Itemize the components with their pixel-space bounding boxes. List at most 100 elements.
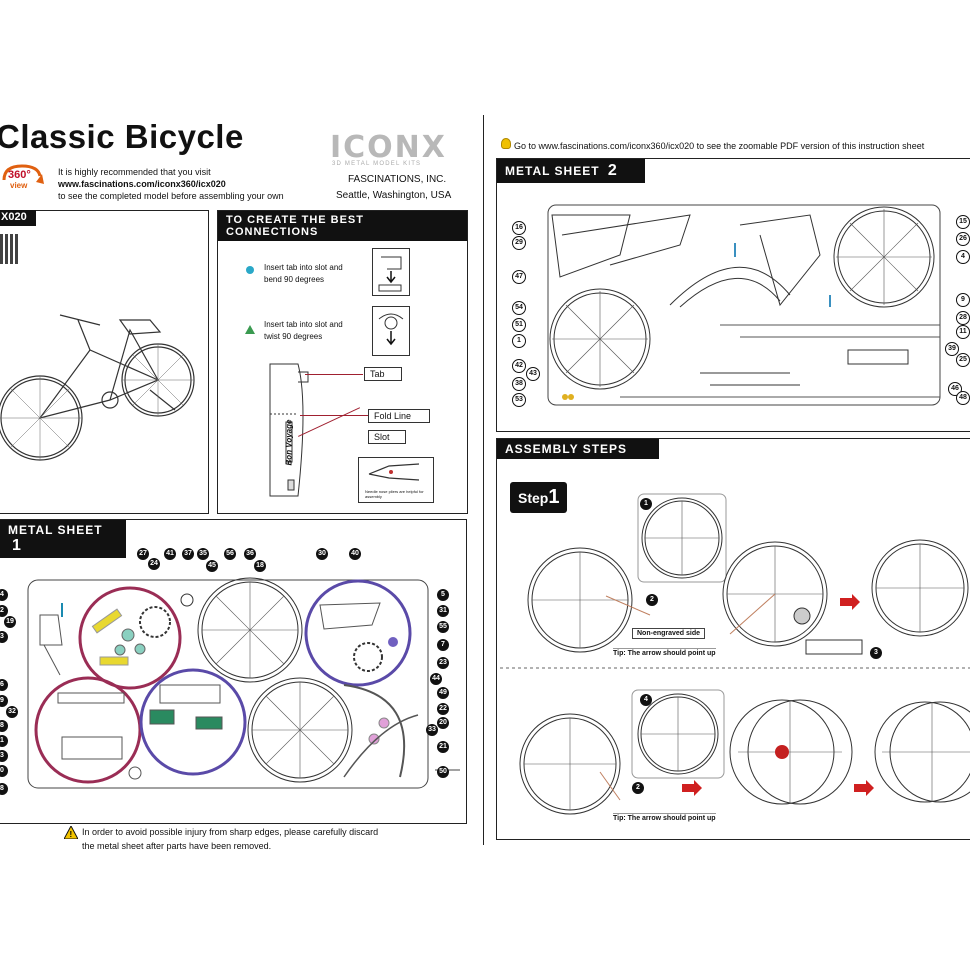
callout-30: 30 xyxy=(316,548,328,560)
tab-label: Tab xyxy=(364,367,402,381)
metal-sheet-1-title: METAL SHEET 1 xyxy=(0,520,126,558)
recommendation-text: It is highly recommended that you visit … xyxy=(58,166,284,202)
callout-21: 21 xyxy=(437,741,449,753)
badge-360-text: 360° xyxy=(8,169,31,181)
twist-instruction: Insert tab into slot and twist 90 degree… xyxy=(264,319,343,343)
recommend-url[interactable]: www.fascinations.com/iconx360/icx020 xyxy=(58,179,226,189)
fold-leader-line xyxy=(300,415,368,416)
recommend-line3: to see the completed model before assemb… xyxy=(58,191,284,201)
step-number: 1 xyxy=(548,486,560,508)
recommend-line1: It is highly recommended that you visit xyxy=(58,167,211,177)
callout-7: 7 xyxy=(437,639,449,651)
callout-50: 50 xyxy=(437,766,449,778)
tab-slot-part-diagram xyxy=(269,363,309,497)
bend-diagram-icon xyxy=(372,248,410,296)
callout-20: 20 xyxy=(437,717,449,729)
metal-sheet-2-panel xyxy=(496,158,970,432)
sheet2-number: 2 xyxy=(607,162,618,179)
callout-36: 36 xyxy=(244,548,256,560)
bend-dot-icon xyxy=(246,266,254,274)
sheet2-callout-28: 28 xyxy=(956,311,970,325)
sheet2-callout-54: 54 xyxy=(512,301,526,315)
callout-left-4: 4 xyxy=(0,589,8,601)
sheet2-callout-38: 38 xyxy=(512,377,526,391)
sheet2-callout-51: 51 xyxy=(512,318,526,332)
360-view-icon: 360° view xyxy=(2,164,44,190)
qr-code-icon[interactable] xyxy=(0,234,20,264)
bicycle-illustration xyxy=(0,314,195,461)
sheet2-callout-11: 11 xyxy=(956,325,970,339)
page-title: Classic Bicycle xyxy=(0,118,244,155)
callout-33: 33 xyxy=(426,724,438,736)
bend-line2: bend 90 degrees xyxy=(264,275,325,284)
step-1-badge[interactable]: Step1 xyxy=(510,482,568,513)
callout-40: 40 xyxy=(349,548,361,560)
company-city: Seattle, Washington, USA xyxy=(336,190,452,201)
model-code: X020 xyxy=(1,211,27,223)
assembly-callout-4: 4 xyxy=(640,694,652,706)
model-code-tab xyxy=(0,210,36,226)
callout-45: 45 xyxy=(206,560,218,572)
sheet2-callout-9: 9 xyxy=(956,293,970,307)
callout-left-3b: 3 xyxy=(0,750,8,762)
callout-5: 5 xyxy=(437,589,449,601)
callout-left-2: 2 xyxy=(0,605,8,617)
callout-18: 18 xyxy=(254,560,266,572)
assembly-steps-title: ASSEMBLY STEPS xyxy=(497,439,659,459)
badge-view-text: view xyxy=(10,181,28,190)
callout-56: 56 xyxy=(224,548,236,560)
iconx-subtitle: 3D METAL MODEL KITS xyxy=(332,161,422,167)
callout-19: 19 xyxy=(4,616,16,628)
callout-44: 44 xyxy=(430,673,442,685)
sheet1-number: 1 xyxy=(12,537,22,554)
callout-left-8: 8 xyxy=(0,720,8,732)
metal-sheet-2-title: METAL SHEET 2 xyxy=(497,159,645,183)
sheet2-title-text: METAL SHEET xyxy=(505,164,600,178)
callout-left-9: 9 xyxy=(0,695,8,707)
callout-31: 31 xyxy=(437,605,449,617)
360-view-badge[interactable]: 360° view xyxy=(0,160,44,194)
sheet1-title-text: METAL SHEET xyxy=(8,523,103,537)
company-name: FASCINATIONS, INC. xyxy=(348,174,447,185)
model-preview-panel xyxy=(0,210,209,514)
callout-35: 35 xyxy=(197,548,209,560)
metal-sheet-1-diagram xyxy=(27,577,460,789)
non-engraved-label: Non-engraved side xyxy=(632,628,706,639)
twist-line1: Insert tab into slot and xyxy=(264,320,343,329)
svg-text:!: ! xyxy=(70,830,73,839)
sheet2-callout-43: 43 xyxy=(526,367,540,381)
sheet2-callout-15: 15 xyxy=(956,215,970,229)
sheet2-callout-26: 26 xyxy=(956,232,970,246)
page-divider xyxy=(483,115,484,845)
tab-leader-line xyxy=(305,374,363,375)
warning-text: In order to avoid possible injury from s… xyxy=(82,825,378,853)
pliers-note: Needle nose pliers are helpful for assem… xyxy=(365,489,424,499)
sheet2-callout-1: 1 xyxy=(512,334,526,348)
sheet2-callout-39: 39 xyxy=(945,342,959,356)
twist-triangle-icon xyxy=(245,325,255,334)
callout-left-8b: 8 xyxy=(0,783,8,795)
step-label: Step xyxy=(518,490,549,506)
connections-panel xyxy=(217,210,468,514)
goto-text: Go to www.fascinations.com/iconx360/icx0… xyxy=(514,141,925,151)
callout-37: 37 xyxy=(182,548,194,560)
sheet2-callout-16: 16 xyxy=(512,221,526,235)
pliers-note-box: Needle nose pliers are helpful for assem… xyxy=(358,457,434,503)
tip-2: Tip: The arrow should point up xyxy=(613,813,716,822)
sheet2-callout-4: 4 xyxy=(956,250,970,264)
assembly-callout-2: 2 xyxy=(646,594,658,606)
metal-sheet-2-diagram xyxy=(547,204,941,406)
callout-23: 23 xyxy=(437,657,449,669)
sheet2-callout-47: 47 xyxy=(512,270,526,284)
sheet2-callout-25: 25 xyxy=(956,353,970,367)
part-engraving-text: Bon Voyage xyxy=(284,419,294,466)
callout-27: 27 xyxy=(137,548,149,560)
sheet2-callout-53: 53 xyxy=(512,393,526,407)
callout-55: 55 xyxy=(437,621,449,633)
callout-41: 41 xyxy=(164,548,176,560)
warning-line1: In order to avoid possible injury from s… xyxy=(82,827,379,837)
callout-24: 24 xyxy=(148,558,160,570)
callout-left-6: 6 xyxy=(0,679,8,691)
assembly-callout-3: 3 xyxy=(870,647,882,659)
iconx-logo: ICONX xyxy=(330,130,447,165)
